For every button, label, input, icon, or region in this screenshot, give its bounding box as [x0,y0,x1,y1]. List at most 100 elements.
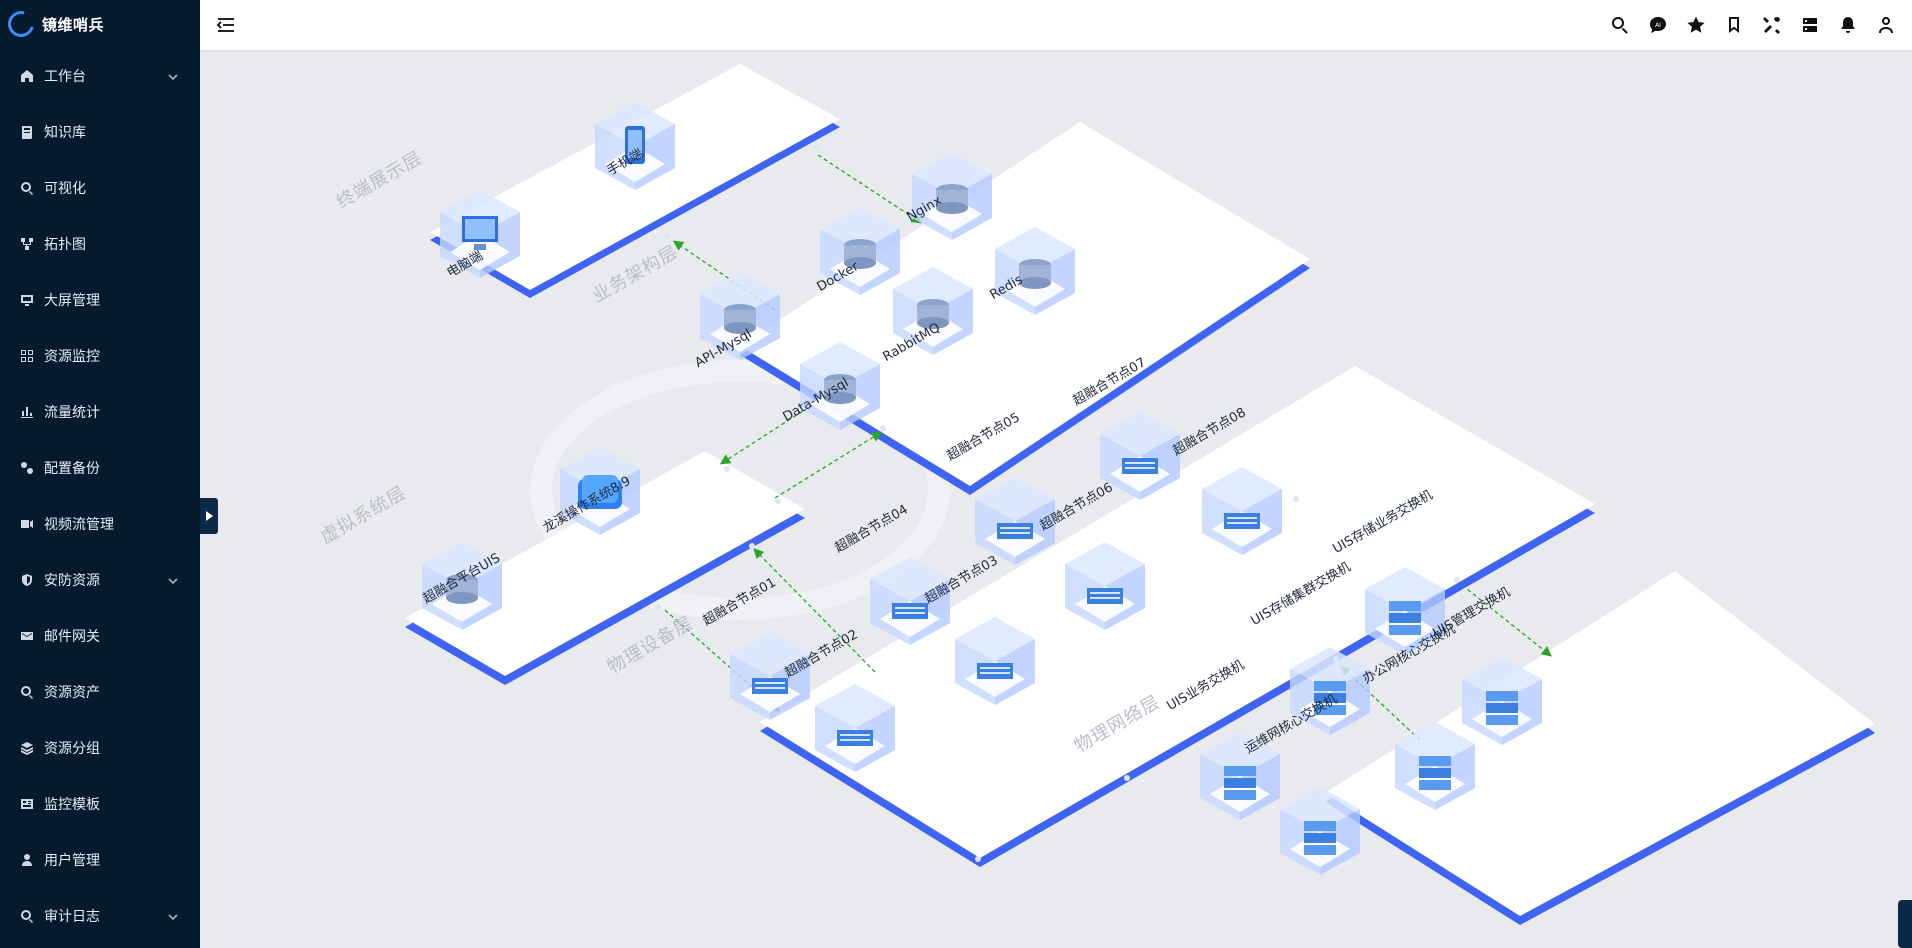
sidebar-item-14[interactable]: 用户管理 [0,832,200,888]
ai-assistant-button[interactable]: AI [1646,13,1670,37]
switch-office-core-icon[interactable] [1395,722,1475,810]
sidebar-item-5[interactable]: 资源监控 [0,328,200,384]
sidebar-toggle-button[interactable] [200,498,218,534]
platform-network [1325,571,1875,925]
link-physical-virtual [753,548,876,673]
sidebar-item-13[interactable]: 监控模板 [0,776,200,832]
data-mysql-icon[interactable] [800,342,880,430]
sidebar-item-label: 资源资产 [44,685,100,701]
brand[interactable]: 镜维哨兵 [0,0,200,48]
sidebar-item-8[interactable]: 视频流管理 [0,496,200,552]
sidebar-item-3[interactable]: 拓扑图 [0,216,200,272]
server-button[interactable] [1798,13,1822,37]
switch-mgmt-icon[interactable] [1462,657,1542,745]
sidebar-item-11[interactable]: 资源资产 [0,664,200,720]
bookmark-icon [1729,17,1739,33]
bar-chart-icon [20,405,34,419]
bell-icon [1841,17,1855,33]
search-button[interactable] [1608,13,1632,37]
nginx-icon[interactable] [912,152,992,240]
sidebar-item-1[interactable]: 知识库 [0,104,200,160]
switch-storage-biz-icon[interactable] [1365,567,1445,655]
uis-icon[interactable] [422,542,502,630]
right-drawer-handle[interactable] [1898,900,1912,948]
sidebar-item-10[interactable]: 邮件网关 [0,608,200,664]
hci-06-icon[interactable] [1065,542,1145,630]
sidebar-item-label: 大屏管理 [44,293,100,309]
template-icon [20,797,34,811]
sidebar-item-label: 监控模板 [44,797,100,813]
home-icon [20,69,34,83]
search-icon [1612,17,1628,34]
topology-diagram [405,64,1875,925]
audit-icon [20,909,34,923]
hci-03-icon[interactable] [955,617,1035,705]
topology-canvas[interactable]: 终端展示层 业务架构层 虚拟系统层 物理设备层 物理网络层 手机端 电脑端 Do… [200,50,1912,948]
hci-07-icon[interactable] [1100,412,1180,500]
menu-fold-button[interactable] [216,15,236,35]
tools-icon [1763,17,1780,34]
sidebar-item-label: 安防资源 [44,573,100,589]
rabbitmq-icon[interactable] [893,267,973,355]
sidebar-item-12[interactable]: 资源分组 [0,720,200,776]
sidebar-item-label: 知识库 [44,125,86,141]
caret-right-icon [206,511,213,521]
docker-icon[interactable] [820,207,900,295]
layers-icon [20,741,34,755]
sidebar-item-0[interactable]: 工作台 [0,48,200,104]
brand-name: 镜维哨兵 [42,15,105,34]
grid-icon [20,349,34,363]
sidebar-item-label: 邮件网关 [44,629,100,645]
gears-icon [20,461,34,475]
sidebar-item-9[interactable]: 安防资源 [0,552,200,608]
platform-physical [760,366,1595,867]
sidebar-item-4[interactable]: 大屏管理 [0,272,200,328]
link-virtual-business [774,431,883,499]
sidebar-item-2[interactable]: 可视化 [0,160,200,216]
pc-icon[interactable] [440,190,520,278]
menu-fold-icon [216,18,234,32]
server-icon [1803,18,1817,32]
switch-ops-core-icon[interactable] [1280,787,1360,875]
hci-02-icon[interactable] [815,684,895,772]
favorites-button[interactable] [1684,13,1708,37]
sidebar-item-label: 流量统计 [44,405,100,421]
chevron-down-icon [168,574,178,585]
sidebar-item-15[interactable]: 审计日志 [0,888,200,944]
sidebar-item-label: 拓扑图 [44,237,86,253]
chevron-down-icon [168,70,178,81]
sidebar-item-label: 视频流管理 [44,517,114,533]
sidebar-item-7[interactable]: 配置备份 [0,440,200,496]
ai-chat-icon: AI [1650,17,1666,33]
user-icon [1879,17,1893,33]
tools-button[interactable] [1760,13,1784,37]
topology-links [664,154,1553,741]
brand-logo-icon [3,6,39,42]
sidebar-item-6[interactable]: 流量统计 [0,384,200,440]
redis-icon[interactable] [995,227,1075,315]
hci-05-icon[interactable] [975,477,1055,565]
svg-text:AI: AI [1655,22,1661,29]
hci-01-icon[interactable] [730,632,810,720]
star-icon [1687,16,1705,33]
sidebar-item-label: 审计日志 [44,909,100,925]
book-icon [20,125,34,139]
notification-button[interactable] [1836,13,1860,37]
link-terminal-business [817,154,923,224]
mail-icon [20,629,34,643]
sidebar-item-label: 工作台 [44,69,86,85]
api-mysql-icon[interactable] [700,272,780,360]
sidebar-menu: 工作台知识库可视化拓扑图大屏管理资源监控流量统计配置备份视频流管理安防资源邮件网… [0,48,200,944]
hci-08-icon[interactable] [1202,467,1282,555]
switch-storage-cluster-icon[interactable] [1290,647,1370,735]
bookmark-button[interactable] [1722,13,1746,37]
user-icon [20,853,34,867]
os-icon[interactable] [560,447,640,535]
magnifier-icon [20,685,34,699]
shield-icon [20,573,34,587]
sidebar-item-label: 资源监控 [44,349,100,365]
switch-uis-biz-icon[interactable] [1200,732,1280,820]
user-profile-button[interactable] [1874,13,1898,37]
phone-icon[interactable] [595,102,675,190]
hci-04-icon[interactable] [870,557,950,645]
